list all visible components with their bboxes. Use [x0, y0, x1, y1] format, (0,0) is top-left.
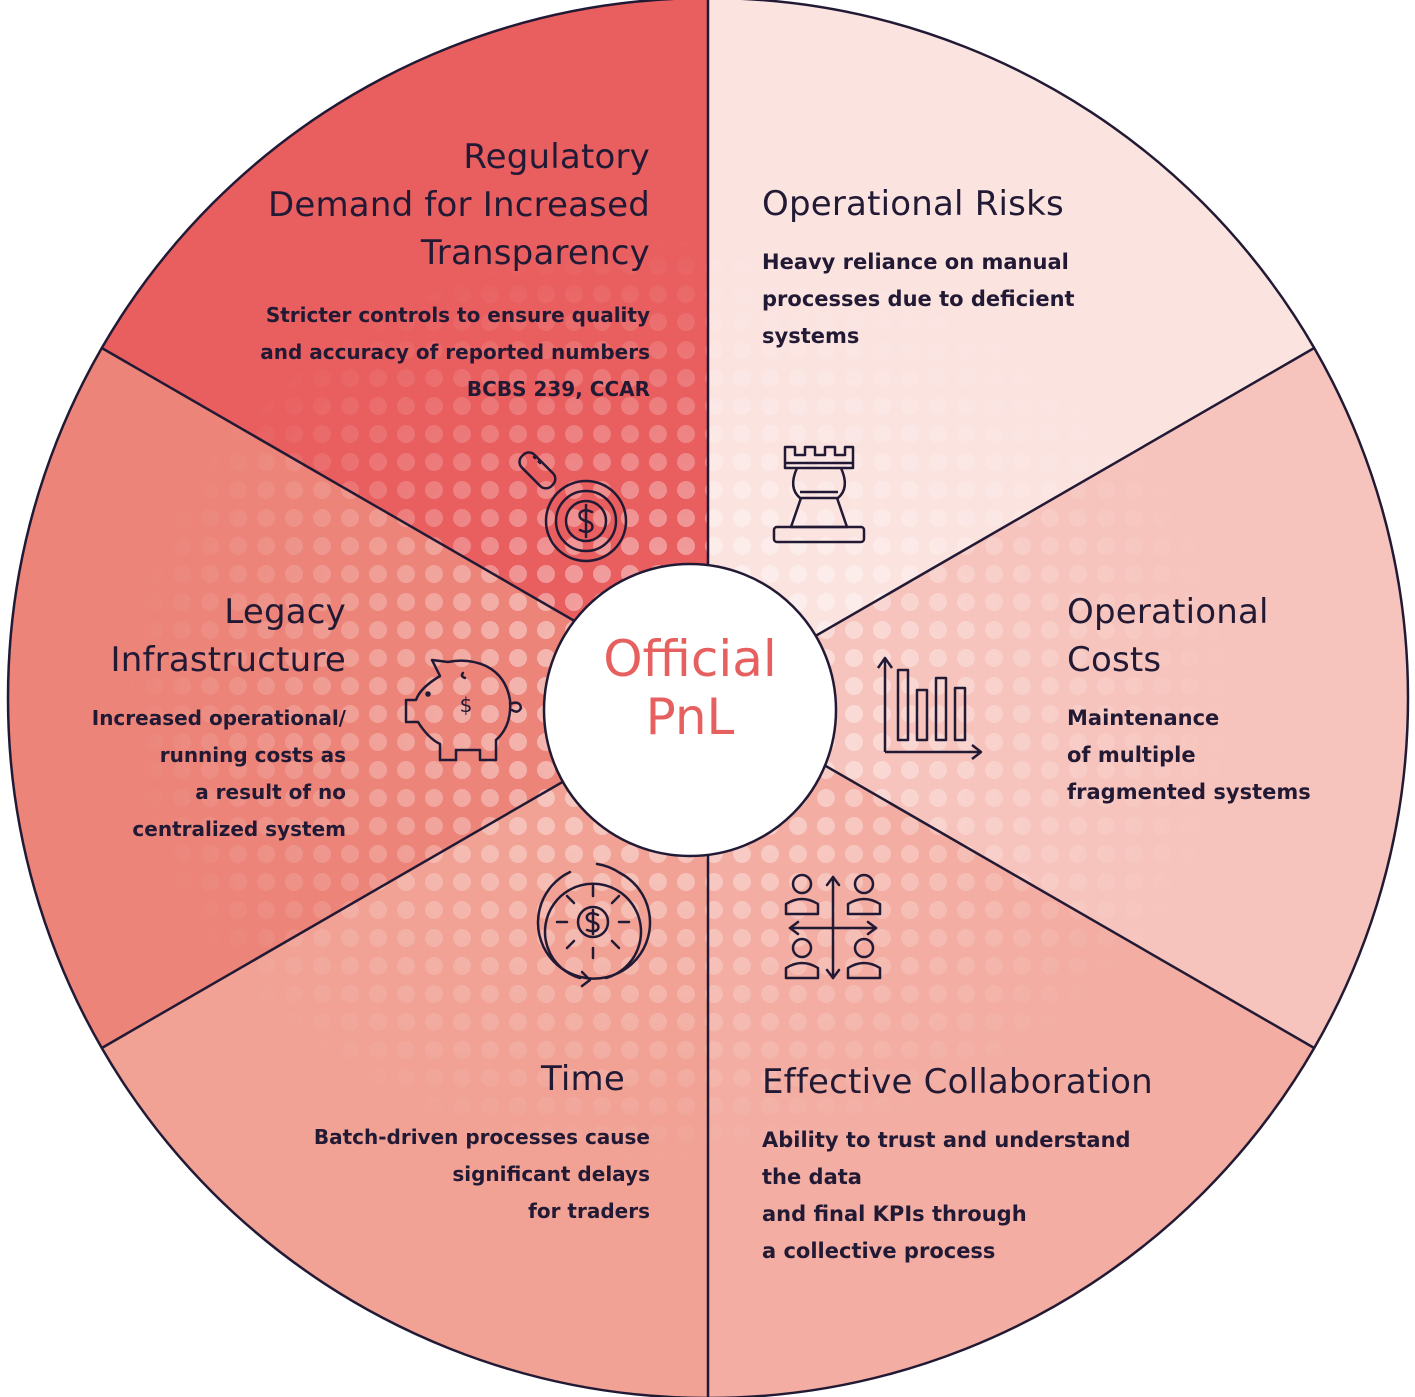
bar-chart-icon [876, 656, 983, 760]
time-description: Batch-driven processes cause significant… [313, 1125, 650, 1223]
regulatory-description: Stricter controls to ensure quality and … [260, 303, 650, 401]
magnifier-dollar-icon [518, 451, 628, 563]
regulatory-title: Regulatory Demand for Increased Transpar… [267, 137, 650, 273]
center-label-line-1: Official [603, 630, 777, 688]
operational-risks-description: Heavy reliance on manual processes due t… [762, 250, 1075, 348]
piggy-bank-icon [404, 658, 523, 762]
center-circle [542, 562, 838, 858]
clock-dollar-icon [536, 862, 652, 988]
operational-risks-title: Operational Risks [762, 184, 1064, 224]
legacy-text-block: Legacy Infrastructure Increased operatio… [26, 588, 346, 848]
effective-collaboration-description: Ability to trust and understand the data… [762, 1128, 1131, 1263]
effective-collaboration-title: Effective Collaboration [762, 1062, 1153, 1102]
operational-costs-description: Maintenance of multiple fragmented syste… [1067, 706, 1311, 804]
chess-rook-icon [772, 445, 866, 544]
operational-costs-title: Operational Costs [1067, 592, 1269, 680]
people-arrows-icon [784, 873, 882, 980]
operational-costs-text-block: Operational Costs Maintenance of multipl… [1067, 588, 1367, 811]
time-text-block: Time Batch-driven processes cause signif… [200, 1055, 650, 1230]
effective-collaboration-text-block: Effective Collaboration Ability to trust… [762, 1058, 1262, 1270]
operational-risks-text-block: Operational Risks Heavy reliance on manu… [762, 180, 1212, 355]
wheel-outline [6, 0, 1410, 1397]
legacy-description: Increased operational/ running costs as … [91, 706, 346, 841]
regulatory-text-block: Regulatory Demand for Increased Transpar… [90, 133, 650, 408]
center-label-line-2: PnL [645, 688, 735, 746]
legacy-title: Legacy Infrastructure [110, 592, 346, 680]
time-title: Time [540, 1059, 625, 1099]
piggy-dollar-sign: $ [460, 693, 473, 717]
center-label: Official PnL [545, 630, 835, 746]
